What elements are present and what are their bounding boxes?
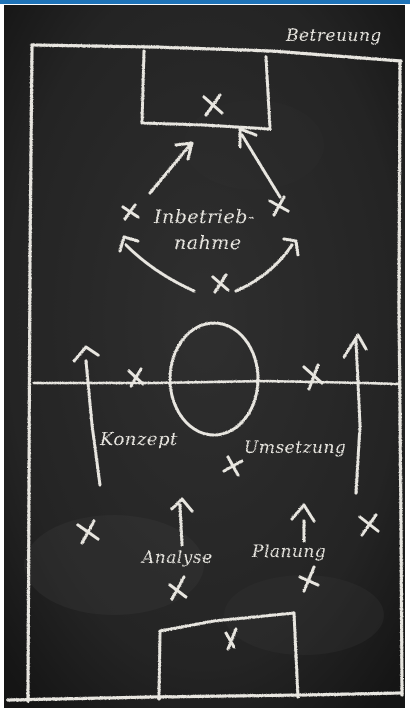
chalkboard: Betreuung Inbetrieb- nahme Konzept Umset… (4, 5, 405, 708)
corner-label-betreuung: Betreuung (285, 26, 382, 46)
phase-label-planung: Planung (251, 542, 326, 562)
phase-label-inbetrieb-line2: nahme (174, 232, 242, 254)
phase-label-umsetzung: Umsetzung (244, 438, 346, 458)
phase-label-analyse: Analyse (140, 548, 213, 568)
chalk-smudge (184, 100, 324, 190)
chalkboard-drawing: Betreuung Inbetrieb- nahme Konzept Umset… (4, 5, 405, 708)
phase-label-inbetrieb-line1: Inbetrieb- (153, 206, 255, 228)
top-accent-bar (0, 0, 410, 4)
chalk-smudge (224, 575, 384, 655)
phase-label-konzept: Konzept (99, 429, 178, 450)
